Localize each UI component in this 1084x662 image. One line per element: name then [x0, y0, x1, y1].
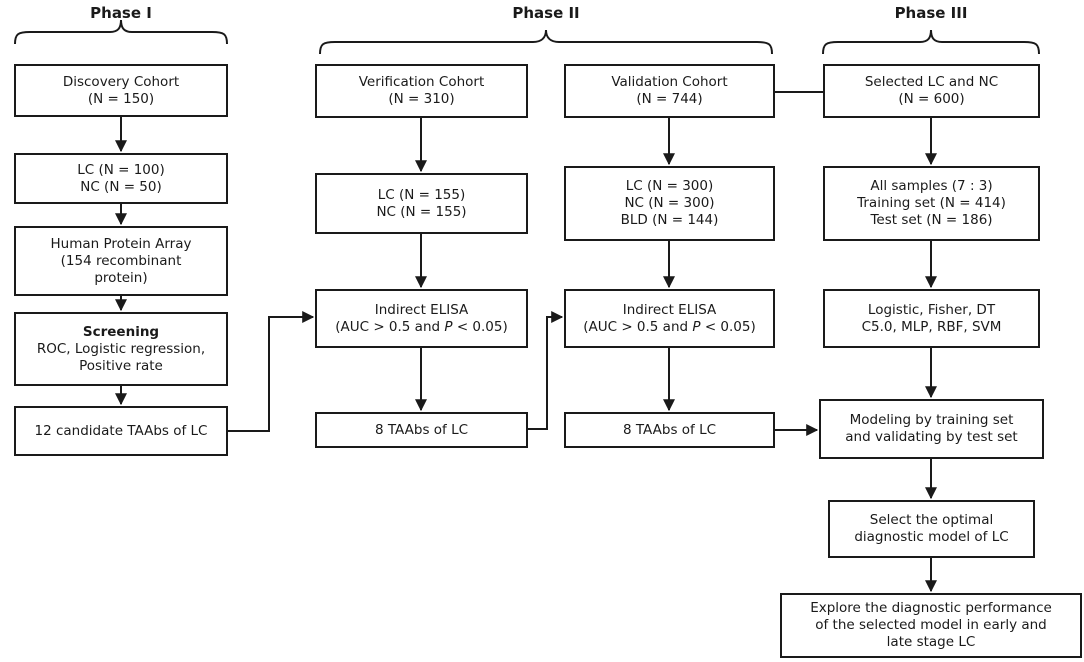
- optimal-model-line-2: diagnostic model of LC: [854, 529, 1009, 545]
- validation-elisa-criteria-p: P: [692, 318, 701, 335]
- verification-elisa-criteria: (AUC > 0.5 and P < 0.05): [335, 319, 508, 336]
- optimal-model-box: Select the optimal diagnostic model of L…: [828, 500, 1035, 558]
- screening-box: Screening ROC, Logistic regression, Posi…: [14, 312, 228, 386]
- validation-cohort-box: Validation Cohort (N = 744): [564, 64, 775, 118]
- phase-2-brace: [319, 29, 773, 55]
- modeling-line-1: Modeling by training set: [849, 412, 1014, 428]
- verification-cohort-label: Verification Cohort: [358, 74, 485, 90]
- verification-groups-nc: NC (N = 155): [376, 203, 467, 220]
- phase-2-title: Phase II: [512, 4, 580, 22]
- sample-split-test: Test set (N = 186): [870, 212, 993, 228]
- discovery-groups-nc: NC (N = 50): [80, 178, 162, 195]
- verification-elisa-criteria-suffix: < 0.05): [452, 318, 508, 335]
- validation-groups-box: LC (N = 300) NC (N = 300) BLD (N = 144): [564, 166, 775, 241]
- arrow-candidates-to-verification-elisa: [228, 311, 315, 432]
- verification-elisa-criteria-prefix: (AUC > 0.5 and: [335, 318, 445, 335]
- discovery-groups-lc: LC (N = 100): [77, 161, 165, 178]
- validation-result-box: 8 TAAbs of LC: [564, 412, 775, 448]
- verification-elisa-criteria-p: P: [444, 318, 453, 335]
- validation-groups-bld: BLD (N = 144): [620, 212, 719, 228]
- protein-array-line-1: Human Protein Array: [50, 235, 192, 252]
- explore-performance-box: Explore the diagnostic performance of th…: [780, 593, 1082, 658]
- verification-groups-box: LC (N = 155) NC (N = 155): [315, 173, 528, 234]
- phase-1-title: Phase I: [90, 4, 152, 22]
- verification-elisa-box: Indirect ELISA (AUC > 0.5 and P < 0.05): [315, 289, 528, 348]
- optimal-model-line-1: Select the optimal: [869, 512, 994, 528]
- discovery-cohort-count: (N = 150): [87, 90, 155, 107]
- verification-elisa-title: Indirect ELISA: [374, 301, 469, 318]
- screening-line-1: ROC, Logistic regression,: [36, 340, 206, 357]
- validation-result-label: 8 TAAbs of LC: [622, 421, 717, 438]
- verification-result-label: 8 TAAbs of LC: [374, 421, 469, 438]
- protein-array-line-2: (154 recombinant: [60, 252, 182, 269]
- explore-performance-line-1: Explore the diagnostic performance: [810, 600, 1052, 616]
- validation-groups-lc: LC (N = 300): [625, 178, 714, 194]
- validation-cohort-label: Validation Cohort: [611, 74, 728, 90]
- candidate-taabs-box: 12 candidate TAAbs of LC: [14, 406, 228, 456]
- discovery-cohort-label: Discovery Cohort: [62, 73, 180, 90]
- validation-elisa-criteria-suffix: < 0.05): [700, 318, 756, 335]
- phase-1-brace: [14, 19, 228, 45]
- phase-3-title: Phase III: [894, 4, 968, 22]
- sample-split-training: Training set (N = 414): [857, 195, 1006, 211]
- screening-title: Screening: [82, 323, 160, 340]
- explore-performance-line-3: late stage LC: [886, 634, 976, 650]
- verification-cohort-count: (N = 310): [388, 91, 455, 107]
- verification-cohort-box: Verification Cohort (N = 310): [315, 64, 528, 118]
- sample-split-box: All samples (7 : 3) Training set (N = 41…: [823, 166, 1040, 241]
- model-methods-line-1: Logistic, Fisher, DT: [867, 301, 996, 318]
- discovery-groups-box: LC (N = 100) NC (N = 50): [14, 153, 228, 204]
- verification-groups-lc: LC (N = 155): [377, 186, 466, 203]
- model-methods-box: Logistic, Fisher, DT C5.0, MLP, RBF, SVM: [823, 289, 1040, 348]
- protein-array-line-3: protein): [94, 269, 148, 286]
- screening-line-2: Positive rate: [79, 357, 163, 374]
- protein-array-box: Human Protein Array (154 recombinant pro…: [14, 226, 228, 296]
- validation-elisa-box: Indirect ELISA (AUC > 0.5 and P < 0.05): [564, 289, 775, 348]
- modeling-box: Modeling by training set and validating …: [819, 399, 1044, 459]
- validation-elisa-title: Indirect ELISA: [622, 301, 717, 318]
- validation-groups-nc: NC (N = 300): [624, 195, 715, 211]
- validation-elisa-criteria-prefix: (AUC > 0.5 and: [583, 318, 693, 335]
- verification-result-box: 8 TAAbs of LC: [315, 412, 528, 448]
- candidate-taabs-label: 12 candidate TAAbs of LC: [34, 422, 208, 439]
- selected-samples-box: Selected LC and NC (N = 600): [823, 64, 1040, 118]
- arrow-verification-result-to-validation-elisa: [528, 311, 564, 430]
- discovery-cohort-box: Discovery Cohort (N = 150): [14, 64, 228, 117]
- selected-samples-label: Selected LC and NC: [864, 74, 999, 90]
- modeling-line-2: and validating by test set: [845, 429, 1018, 445]
- model-methods-line-2: C5.0, MLP, RBF, SVM: [861, 318, 1002, 335]
- selected-samples-count: (N = 600): [898, 91, 965, 107]
- sample-split-ratio: All samples (7 : 3): [870, 178, 993, 194]
- explore-performance-line-2: of the selected model in early and: [815, 617, 1047, 633]
- validation-elisa-criteria: (AUC > 0.5 and P < 0.05): [583, 319, 756, 336]
- phase-3-brace: [822, 29, 1040, 55]
- validation-cohort-count: (N = 744): [636, 91, 703, 107]
